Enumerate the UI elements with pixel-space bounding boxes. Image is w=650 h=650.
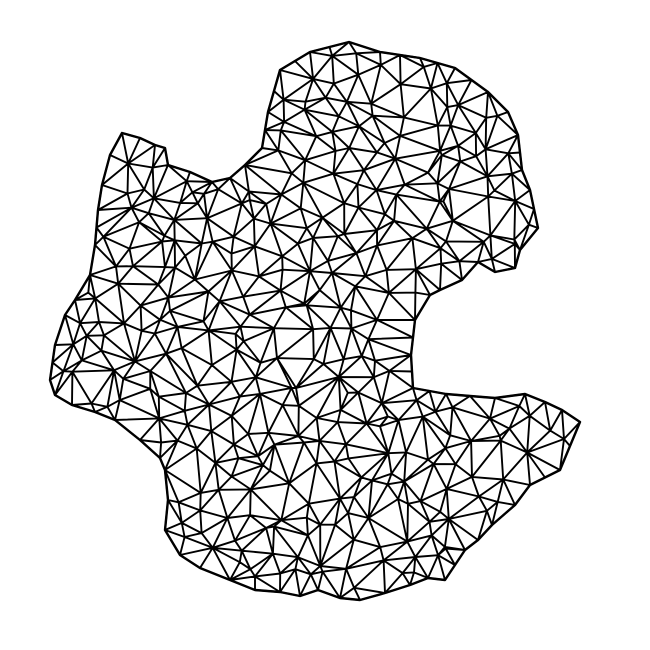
mesh-boundary bbox=[48, 40, 582, 602]
